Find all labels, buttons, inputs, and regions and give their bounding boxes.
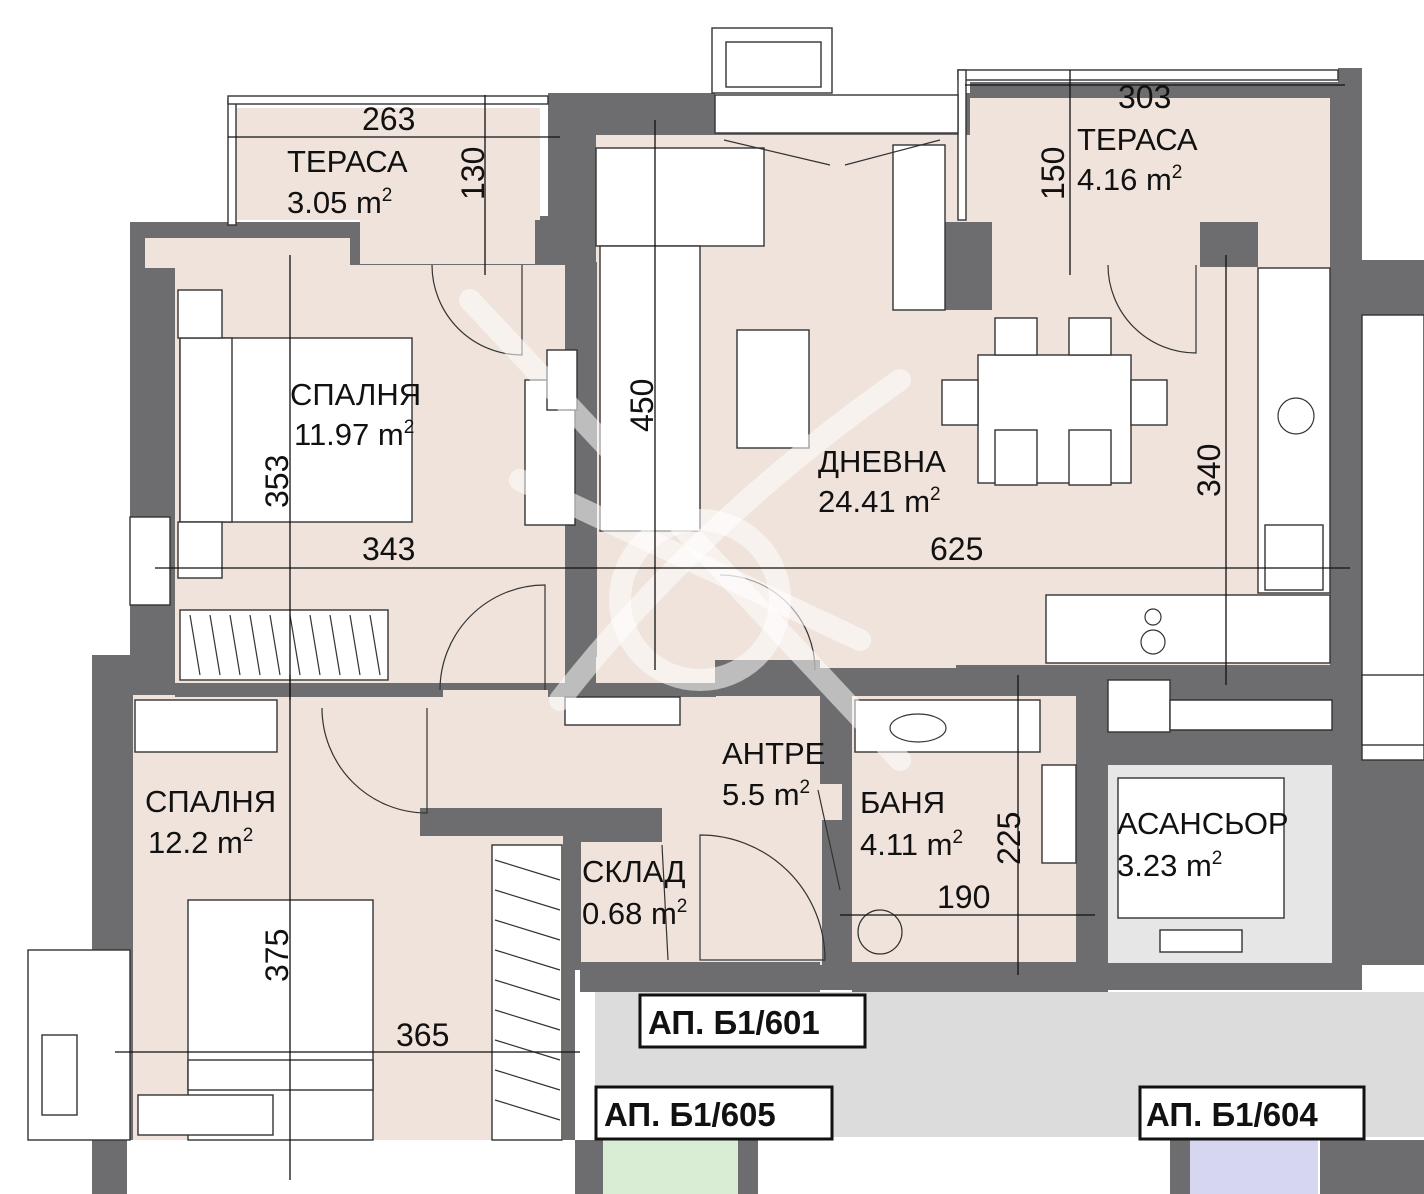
apartment-label-right: АП. Б1/604	[1146, 1096, 1318, 1133]
apartment-labels: АП. Б1/601 АП. Б1/605 АП. Б1/604	[594, 993, 1366, 1141]
watermark-logo	[459, 289, 911, 771]
room-area-bathroom: 4.11 m2	[860, 827, 963, 862]
furniture	[134, 144, 1333, 1141]
dim-bedroom2-height: 375	[259, 929, 295, 982]
room-area-hall: 5.5 m2	[722, 777, 810, 812]
dim-kitchen-depth: 340	[1191, 444, 1227, 497]
room-name-elevator: АСАНСЬОР	[1117, 806, 1289, 841]
room-name-terrace-left: ТЕРАСА	[287, 144, 408, 179]
dim-living-depth: 450	[624, 379, 660, 432]
windows	[27, 27, 1424, 1141]
wardrobe-hatch	[189, 614, 381, 676]
dimension-lines	[115, 70, 1350, 1180]
dim-terrace-right-width: 303	[1118, 79, 1171, 115]
room-name-terrace-right: ТЕРАСА	[1077, 122, 1198, 157]
dim-living-width: 625	[930, 531, 983, 567]
apartment-label-main: АП. Б1/601	[648, 1004, 820, 1041]
room-name-bathroom: БАНЯ	[860, 785, 945, 820]
room-name-storage: СКЛАД	[582, 854, 686, 889]
room-area-bedroom-2: 12.2 m2	[148, 825, 253, 860]
dimension-labels: 263 130 303 150 353 343 450 625 340 225 …	[259, 79, 1227, 1053]
room-area-living: 24.41 m2	[818, 484, 941, 519]
room-name-bedroom-2: СПАЛНЯ	[145, 784, 276, 819]
dim-bedroom1-width: 343	[362, 531, 415, 567]
dim-bedroom1-height: 353	[259, 455, 295, 508]
room-name-hall: АНТРЕ	[722, 736, 825, 771]
dim-bedroom2-width: 365	[396, 1017, 449, 1053]
dim-bath-height: 225	[991, 812, 1027, 865]
room-area-terrace-left: 3.05 m2	[287, 185, 392, 220]
room-name-bedroom-1: СПАЛНЯ	[290, 377, 421, 412]
wardrobe2-hatch	[494, 859, 561, 1121]
room-area-elevator: 3.23 m2	[1117, 848, 1222, 883]
room-area-terrace-right: 4.16 m2	[1077, 162, 1182, 197]
room-area-bedroom-1: 11.97 m2	[294, 417, 414, 452]
dim-terrace-right-depth: 150	[1035, 147, 1071, 200]
room-area-storage: 0.68 m2	[582, 896, 687, 931]
dim-bath-width: 190	[937, 879, 990, 915]
room-labels: ТЕРАСА 3.05 m2 ТЕРАСА 4.16 m2 СПАЛНЯ 11.…	[145, 122, 1289, 931]
apartment-label-left: АП. Б1/605	[604, 1096, 776, 1133]
dim-terrace-left-depth: 130	[455, 147, 491, 200]
dim-terrace-left-width: 263	[362, 101, 415, 137]
room-name-living: ДНЕВНА	[818, 444, 946, 479]
